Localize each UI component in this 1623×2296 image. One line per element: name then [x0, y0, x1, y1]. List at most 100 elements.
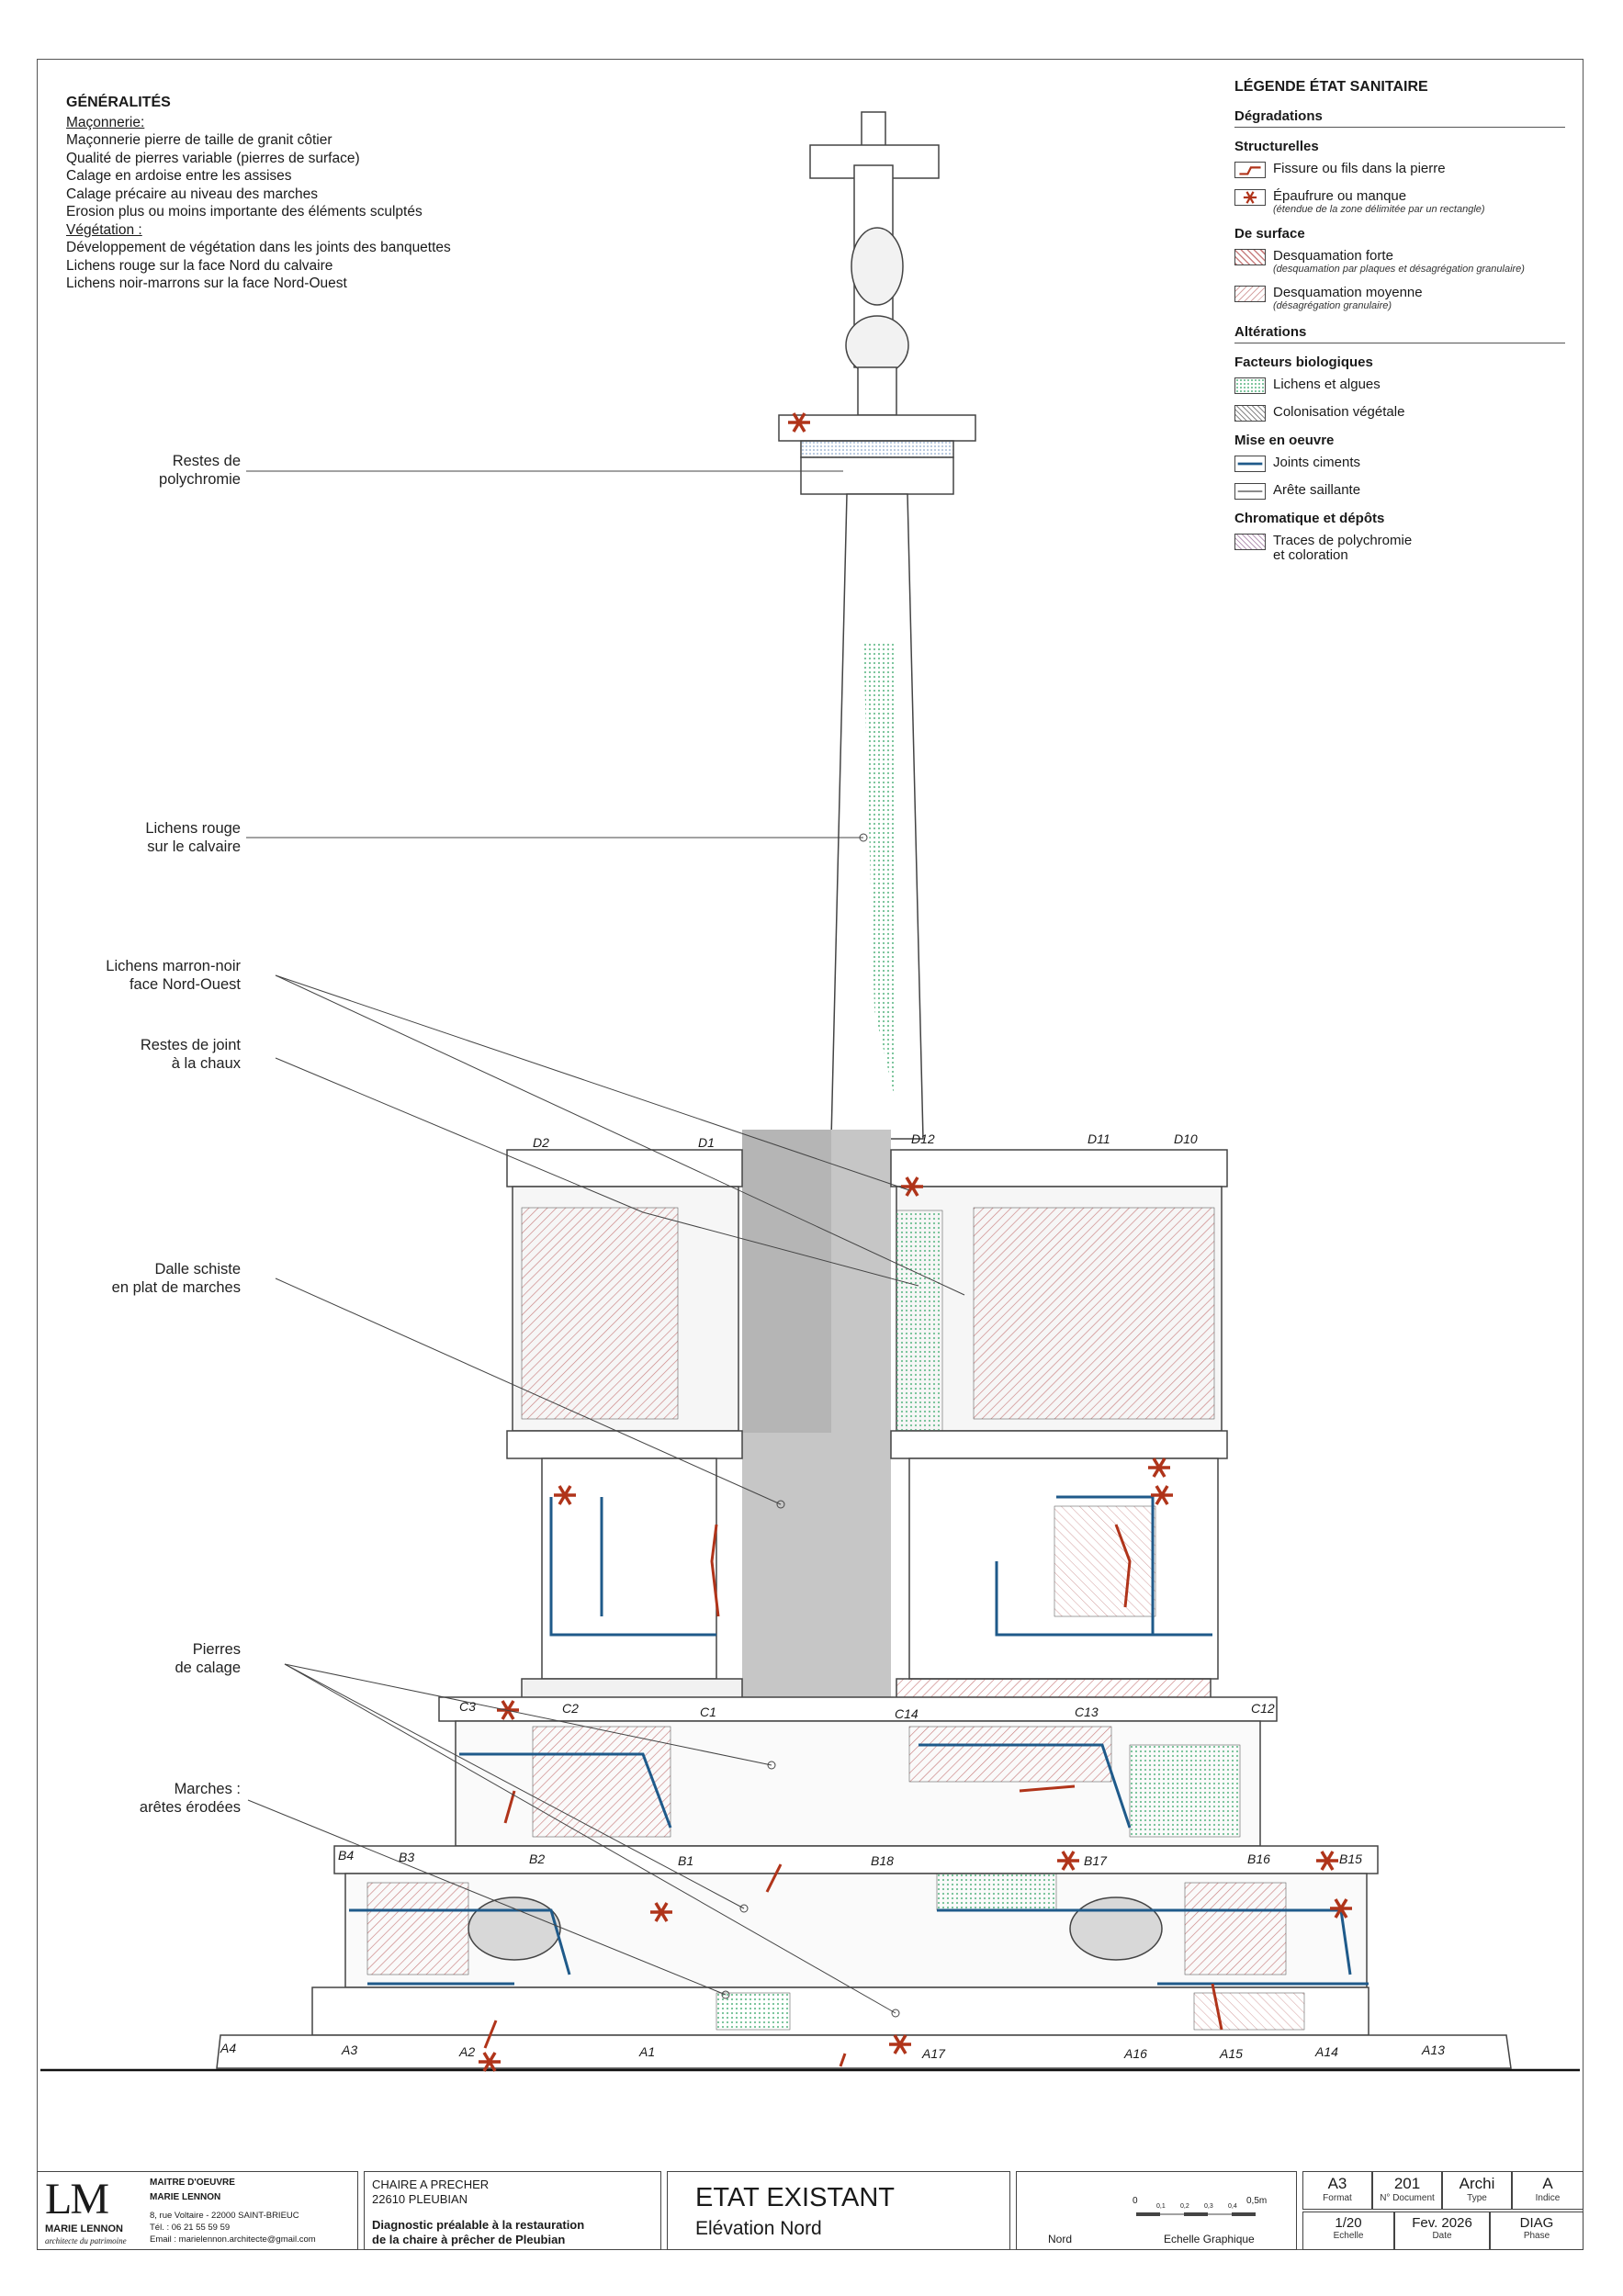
callout-line: Pierres [192, 1641, 241, 1658]
vegetation-swatch-icon [1234, 405, 1266, 422]
stone-label: A17 [922, 2046, 945, 2061]
cell-value: Fev. 2026 [1412, 2215, 1472, 2231]
stone-label: A13 [1422, 2043, 1445, 2057]
legend-label: Arête saillante [1273, 482, 1361, 498]
cell-caption: Phase [1523, 2231, 1550, 2241]
stone-label: D12 [911, 1131, 935, 1146]
crack-swatch-icon [1234, 162, 1266, 178]
step-b [333, 1845, 1379, 1988]
scale-tick: 0,3 [1204, 2203, 1213, 2210]
legend-mise-en-oeuvre: Mise en oeuvre [1234, 433, 1335, 448]
hatch-medium-swatch-icon [1234, 286, 1266, 302]
general-notes: GÉNÉRALITÉS Maçonnerie: Maçonnerie pierr… [66, 94, 451, 293]
moe-phone: Tél. : 06 21 55 59 59 [150, 2223, 231, 2233]
callout-line: arêtes érodées [139, 1799, 241, 1816]
legend-chromatique: Chromatique et dépôts [1234, 511, 1385, 526]
stone-label: D11 [1088, 1131, 1110, 1146]
project-town: 22610 PLEUBIAN [372, 2192, 468, 2206]
legend: LÉGENDE ÉTAT SANITAIRE Dégradations Stru… [1234, 79, 1565, 574]
cement-joint-swatch-icon [1234, 456, 1266, 472]
cell-caption: Echelle [1333, 2231, 1364, 2241]
legend-item-traces: Traces de polychromie et coloration [1234, 534, 1565, 563]
note-line: Lichens rouge sur la face Nord du calvai… [66, 257, 333, 274]
stone-label: B1 [678, 1853, 694, 1868]
legend-note: (desquamation par plaques et désagrégati… [1273, 264, 1525, 275]
titleblock-scale: 0 0,1 0,2 0,3 0,4 0,5m Nord Echelle Grap… [1016, 2171, 1297, 2250]
step-a [216, 1986, 1512, 2069]
polychromy-swatch-icon [1234, 534, 1266, 550]
legend-item-desq-forte: Desquamation forte (desquamation par pla… [1234, 249, 1565, 275]
cement-joints [349, 1495, 1369, 1986]
stone-label: C1 [700, 1705, 716, 1719]
legend-item-arete: Arête saillante [1234, 483, 1565, 500]
cell-caption: N° Document [1380, 2193, 1435, 2203]
sheet-subtitle: Elévation Nord [695, 2218, 822, 2239]
left-sculpted-panel [506, 1149, 743, 1707]
legend-item-desq-moyenne: Desquamation moyenne (désagrégation gran… [1234, 286, 1565, 311]
lichen-swatch-icon [1234, 377, 1266, 394]
legend-label: Lichens et algues [1273, 377, 1381, 392]
stone-label: A15 [1220, 2046, 1243, 2061]
note-line: Maçonnerie pierre de taille de granit cô… [66, 132, 332, 148]
titleblock-sheet: ETAT EXISTANT Elévation Nord [667, 2171, 1010, 2250]
stone-label: D1 [698, 1135, 715, 1150]
callout-marches: Marches :arêtes érodées [48, 1780, 241, 1817]
right-sculpted-panel [890, 1149, 1228, 1707]
note-line: Développement de végétation dans les joi… [66, 240, 451, 255]
project-name: CHAIRE A PRECHER [372, 2178, 490, 2191]
callout-line: de calage [175, 1660, 241, 1676]
stone-label: B18 [871, 1853, 894, 1868]
stone-label: B15 [1339, 1851, 1362, 1866]
cell-value: 1/20 [1335, 2215, 1362, 2231]
pulpit-body [742, 1130, 891, 1699]
moe-name: MARIE LENNON [150, 2192, 221, 2202]
moe-address: 8, rue Voltaire - 22000 SAINT-BRIEUC [150, 2211, 299, 2221]
stone-label: D2 [533, 1135, 549, 1150]
vegetation-heading: Végétation : [66, 221, 142, 238]
legend-item-lichens: Lichens et algues [1234, 377, 1565, 394]
callout-line: polychromie [159, 471, 241, 488]
stone-label: B4 [338, 1848, 355, 1863]
sheet-title: ETAT EXISTANT [695, 2183, 895, 2212]
legend-facteurs: Facteurs biologiques [1234, 355, 1373, 370]
cell-caption: Indice [1535, 2193, 1561, 2203]
note-line: Calage précaire au niveau des marches [66, 186, 318, 202]
moe-email: Email : marielennon.architecte@gmail.com [150, 2234, 316, 2245]
scale-tick: 0,5m [1246, 2196, 1268, 2206]
stone-label: A1 [639, 2044, 656, 2059]
callout-line: Lichens marron-noir [106, 958, 241, 974]
legend-alterations: Altérations [1234, 324, 1565, 343]
legend-label: Traces de polychromie [1273, 533, 1413, 548]
stone-label: B3 [399, 1850, 415, 1864]
cell-caption: Type [1467, 2193, 1487, 2203]
legend-item-joints: Joints ciments [1234, 456, 1565, 472]
callout-line: Lichens rouge [145, 820, 241, 837]
scale-label: Echelle Graphique [1164, 2233, 1255, 2245]
scale-tick: 0 [1133, 2196, 1138, 2206]
legend-label: et coloration [1273, 547, 1348, 563]
stone-label: A3 [342, 2043, 358, 2057]
cell-value: DIAG [1519, 2215, 1554, 2231]
stone-label: C2 [562, 1701, 579, 1716]
legend-structurelles: Structurelles [1234, 139, 1319, 154]
cell-value: 201 [1393, 2175, 1421, 2192]
stone-label: C12 [1251, 1701, 1275, 1716]
cell-caption: Format [1323, 2193, 1352, 2203]
legend-degradations: Dégradations [1234, 108, 1565, 128]
callout-pierres-calage: Pierres de calage [48, 1640, 241, 1677]
cell-value: A [1542, 2175, 1553, 2192]
project-desc: de la chaire à prêcher de Pleubian [372, 2233, 566, 2246]
note-line: Erosion plus ou moins importante des élé… [66, 204, 423, 219]
stone-label: D10 [1174, 1131, 1198, 1146]
note-line: Qualité de pierres variable (pierres de … [66, 150, 360, 166]
callout-dalle-schiste: Dalle schiste en plat de marches [48, 1260, 241, 1297]
callout-line: Dalle schiste [154, 1261, 241, 1277]
scale-tick: 0,1 [1156, 2203, 1166, 2210]
callout-line: en plat de marches [111, 1279, 241, 1296]
